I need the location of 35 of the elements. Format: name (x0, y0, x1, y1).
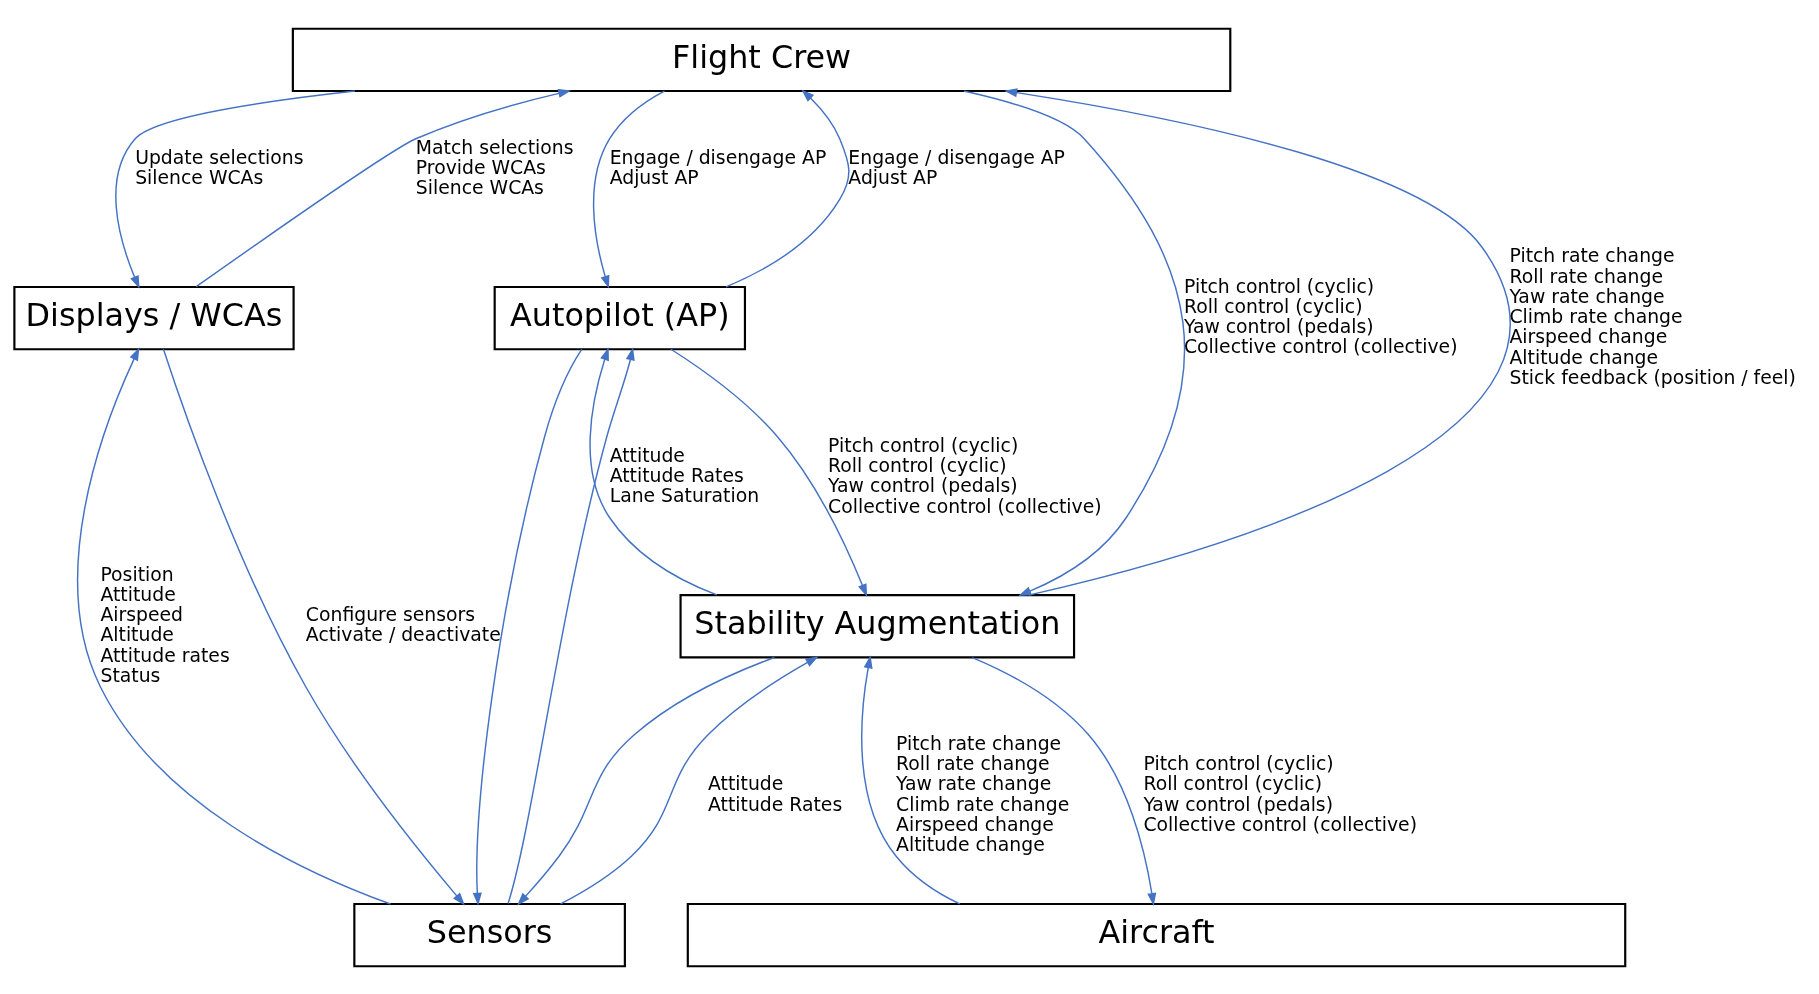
edge-label: Engage / disengage AP Adjust AP (609, 146, 827, 188)
edge-label: Update selections Silence WCAs (135, 146, 304, 188)
edge-label: Pitch rate change Roll rate change Yaw rate change Climb rate change Airspeed change Altitude change Stick feedback (position / feel) (1509, 244, 1796, 388)
edge-label: Attitude Attitude Rates (708, 772, 843, 815)
edge-label: Pitch control (cyclic) Roll control (cyclic) Yaw control (pedals) Collective control (collective) (828, 434, 1102, 517)
arrow (589, 346, 718, 596)
arrow (971, 656, 1157, 906)
node-box: Displays / WCAs (13, 285, 295, 350)
arrow (963, 89, 1186, 596)
arrow (517, 656, 776, 905)
node-box: Stability Augmentation (679, 593, 1076, 658)
edge-label: Pitch control (cyclic) Roll control (cyclic) Yaw control (pedals) Collective control (collective) (1143, 752, 1417, 835)
edge-label: Engage / disengage AP Adjust AP (848, 146, 1065, 188)
arrow (472, 348, 583, 906)
arrow (559, 655, 819, 905)
edge-label: Match selections Provide WCAs Silence WCAs (415, 136, 574, 198)
edge-label: Configure sensors Activate / deactivate (305, 603, 501, 645)
arrow (162, 348, 465, 905)
edge-label: Attitude Attitude Rates Lane Saturation (609, 444, 760, 506)
arrow (507, 346, 635, 904)
arrow (77, 347, 392, 905)
node-box: Sensors (353, 902, 626, 967)
edge-label: Pitch rate change Roll rate change Yaw rate change Climb rate change Airspeed change Altitude change (896, 732, 1070, 855)
node-box: Autopilot (AP) (493, 285, 747, 350)
arrow (195, 88, 572, 287)
arrow (861, 654, 961, 905)
edge-label: Pitch control (cyclic) Roll control (cyclic) Yaw control (pedals) Collective control (collective) (1184, 275, 1458, 357)
arrow (592, 89, 666, 288)
edge-label: Position Attitude Airspeed Altitude Attitude rates Status (100, 563, 230, 686)
node-box: Aircraft (686, 902, 1627, 967)
arrow (1004, 87, 1511, 596)
arrow (670, 348, 868, 597)
arrow (725, 89, 850, 288)
node-box: Flight Crew (291, 27, 1232, 92)
arrow (115, 89, 356, 289)
